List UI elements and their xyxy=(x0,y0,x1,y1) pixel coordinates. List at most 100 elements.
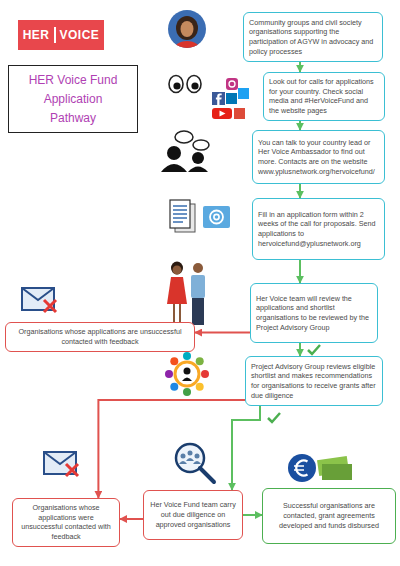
speech-bubble xyxy=(175,131,193,143)
person-body xyxy=(188,167,208,173)
advisory-group-icon xyxy=(165,352,209,396)
rejection-envelope-icon xyxy=(44,452,78,476)
node-text: Community groups and civil society organ… xyxy=(249,18,377,57)
ring xyxy=(175,362,199,386)
person-head xyxy=(193,263,203,273)
euro-glyph xyxy=(296,461,307,476)
eye xyxy=(187,76,201,93)
speech-bubble xyxy=(193,140,209,150)
envelope-flap xyxy=(44,452,76,464)
rejection-envelope-icon xyxy=(22,288,56,312)
check-mark xyxy=(268,413,280,422)
linkedin-icon xyxy=(226,93,237,104)
member xyxy=(170,357,178,365)
avatar-top xyxy=(173,41,201,61)
red-cross xyxy=(44,300,56,312)
eye xyxy=(169,76,183,93)
youtube-play xyxy=(220,111,226,117)
flow-arrow xyxy=(299,260,301,283)
eyes-icon xyxy=(169,76,201,93)
conversation-icon xyxy=(161,131,209,172)
node-text: Look out for calls for applications for … xyxy=(269,77,379,116)
member xyxy=(165,370,173,378)
member-body xyxy=(182,378,192,382)
red-cross xyxy=(66,464,78,476)
logo-badge: HERVOICE xyxy=(18,20,104,50)
person-head xyxy=(173,266,182,275)
instagram-icon xyxy=(226,78,238,90)
member xyxy=(170,383,178,391)
step-box: Community groups and civil society organ… xyxy=(243,12,383,62)
pupil xyxy=(173,82,180,89)
pupil xyxy=(191,82,198,89)
magnifier-handle xyxy=(200,468,214,482)
trousers xyxy=(192,298,204,325)
shirt xyxy=(191,275,205,298)
person-body xyxy=(161,164,187,172)
step-box: You can talk to your country lead or Her… xyxy=(252,130,385,184)
node-text: HER xyxy=(19,27,54,43)
node-text: Project Advisory Group reviews eligible … xyxy=(251,362,377,401)
node-text: Successful organisations are contacted, … xyxy=(268,501,390,530)
step-box: Look out for calls for applications for … xyxy=(263,72,385,121)
flow-arrow xyxy=(299,343,301,356)
step-box: Fill in an application form within 2 wee… xyxy=(252,198,385,260)
google-plus-icon xyxy=(234,108,245,119)
person-head xyxy=(188,451,193,456)
form-lines xyxy=(173,206,187,222)
step-box: Project Advisory Group reviews eligible … xyxy=(245,356,383,406)
at-sign-core xyxy=(214,214,219,219)
dress xyxy=(167,277,187,304)
node-text: You can talk to your country lead or Her… xyxy=(258,138,379,177)
facebook-glyph xyxy=(216,93,222,105)
grant-money-icon xyxy=(288,454,352,482)
social-media-icons xyxy=(212,78,249,119)
flow-arrow xyxy=(243,514,262,516)
node-text: Her Voice team will review the applicati… xyxy=(256,294,372,333)
outcome-box: Organisations whose applications were un… xyxy=(12,498,120,547)
instagram-lens xyxy=(229,81,235,87)
step-box: Her Voice team will review the applicati… xyxy=(250,283,378,343)
member xyxy=(196,383,204,391)
flow-arrow xyxy=(195,332,250,334)
due-diligence-icon xyxy=(176,444,214,482)
check-mark xyxy=(308,345,320,354)
node-text: Organisations whose applications are uns… xyxy=(11,327,189,346)
step-box: Her Voice Fund team carry out due dilige… xyxy=(143,490,243,540)
facebook-icon xyxy=(212,92,225,105)
person-head xyxy=(192,152,204,164)
flow-arrow xyxy=(98,400,245,498)
banknote xyxy=(322,464,352,480)
envelope-flap xyxy=(22,288,54,300)
flow-arrow xyxy=(120,518,143,520)
node-text: Fill in an application form within 2 wee… xyxy=(258,210,379,249)
flow-arrow xyxy=(232,406,260,490)
avatar-hair xyxy=(176,16,198,40)
email-icon xyxy=(203,206,230,228)
node-text: Organisations whose applications were un… xyxy=(18,503,114,542)
coin xyxy=(288,454,316,482)
person-head xyxy=(195,454,200,459)
member xyxy=(183,352,191,360)
flow-arrow xyxy=(299,121,301,130)
avatar-face xyxy=(181,21,194,37)
node-text: VOICE xyxy=(54,27,104,43)
person-head xyxy=(181,454,186,459)
flow-arrow xyxy=(299,184,301,198)
youtube-icon xyxy=(212,108,232,119)
person-bodies xyxy=(179,458,201,464)
member xyxy=(196,357,204,365)
euro-bars xyxy=(294,466,304,470)
reviewers-icon xyxy=(167,262,205,326)
outcome-box: Organisations whose applications are uns… xyxy=(5,322,195,352)
member xyxy=(184,368,191,375)
node-text: Her Voice Fund team carry out due dilige… xyxy=(149,500,237,529)
front-page xyxy=(170,200,190,228)
flow-arrow xyxy=(299,62,301,72)
member xyxy=(183,388,191,396)
twitter-icon xyxy=(238,88,249,99)
application-form-icon xyxy=(170,200,230,232)
avatar-icon xyxy=(168,10,206,61)
member xyxy=(201,370,209,378)
title-box: HER Voice Fund Application Pathway xyxy=(8,65,138,133)
